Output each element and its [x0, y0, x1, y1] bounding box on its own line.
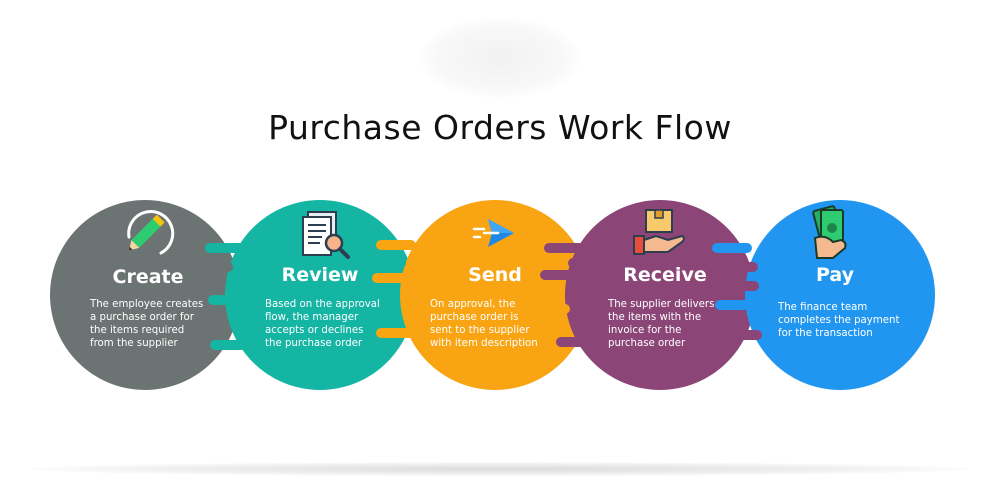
connector-pill — [540, 270, 578, 280]
step-title-review: Review — [281, 264, 359, 286]
connector-pill — [376, 328, 416, 338]
step-description-pay: The finance team completes the payment f… — [778, 302, 900, 339]
connector-pill — [712, 243, 752, 253]
page-title: Purchase Orders Work Flow — [268, 108, 732, 147]
step-title-receive: Receive — [623, 264, 707, 286]
step-description-send: On approval, the purchase order is sent … — [430, 299, 538, 349]
connector-pill — [728, 262, 758, 272]
ground-shadow — [30, 462, 970, 476]
send-arrow-icon — [472, 219, 514, 247]
background-cloud-decoration — [420, 18, 580, 98]
package-hand-icon — [633, 209, 685, 255]
connector-pill — [195, 322, 229, 332]
connector-pill — [715, 300, 749, 310]
connector-pill — [210, 340, 246, 350]
connector-pill — [540, 304, 570, 314]
step-title-pay: Pay — [815, 264, 855, 286]
connector-pill — [735, 281, 759, 291]
money-hand-icon — [812, 205, 847, 259]
connector-pill — [368, 258, 406, 268]
step-description-review: Based on the approval flow, the manager … — [265, 299, 380, 349]
document-search-icon — [302, 211, 350, 259]
connector-pill — [205, 243, 245, 253]
step-title-send: Send — [468, 264, 522, 286]
pencil-icon — [127, 210, 175, 255]
connector-pill — [544, 243, 584, 253]
step-description-receive: The supplier delivers the items with the… — [608, 299, 715, 349]
step-title-create: Create — [112, 266, 184, 288]
connector-pill — [568, 258, 590, 268]
connector-pill — [726, 330, 762, 340]
connector-pill — [366, 308, 400, 318]
connector-pill — [556, 337, 592, 347]
connector-pill — [197, 262, 233, 272]
connector-pill — [372, 273, 412, 283]
connector-pill — [208, 295, 246, 305]
connector-pill — [376, 240, 416, 250]
step-description-create: The employee creates a purchase order fo… — [90, 299, 204, 349]
